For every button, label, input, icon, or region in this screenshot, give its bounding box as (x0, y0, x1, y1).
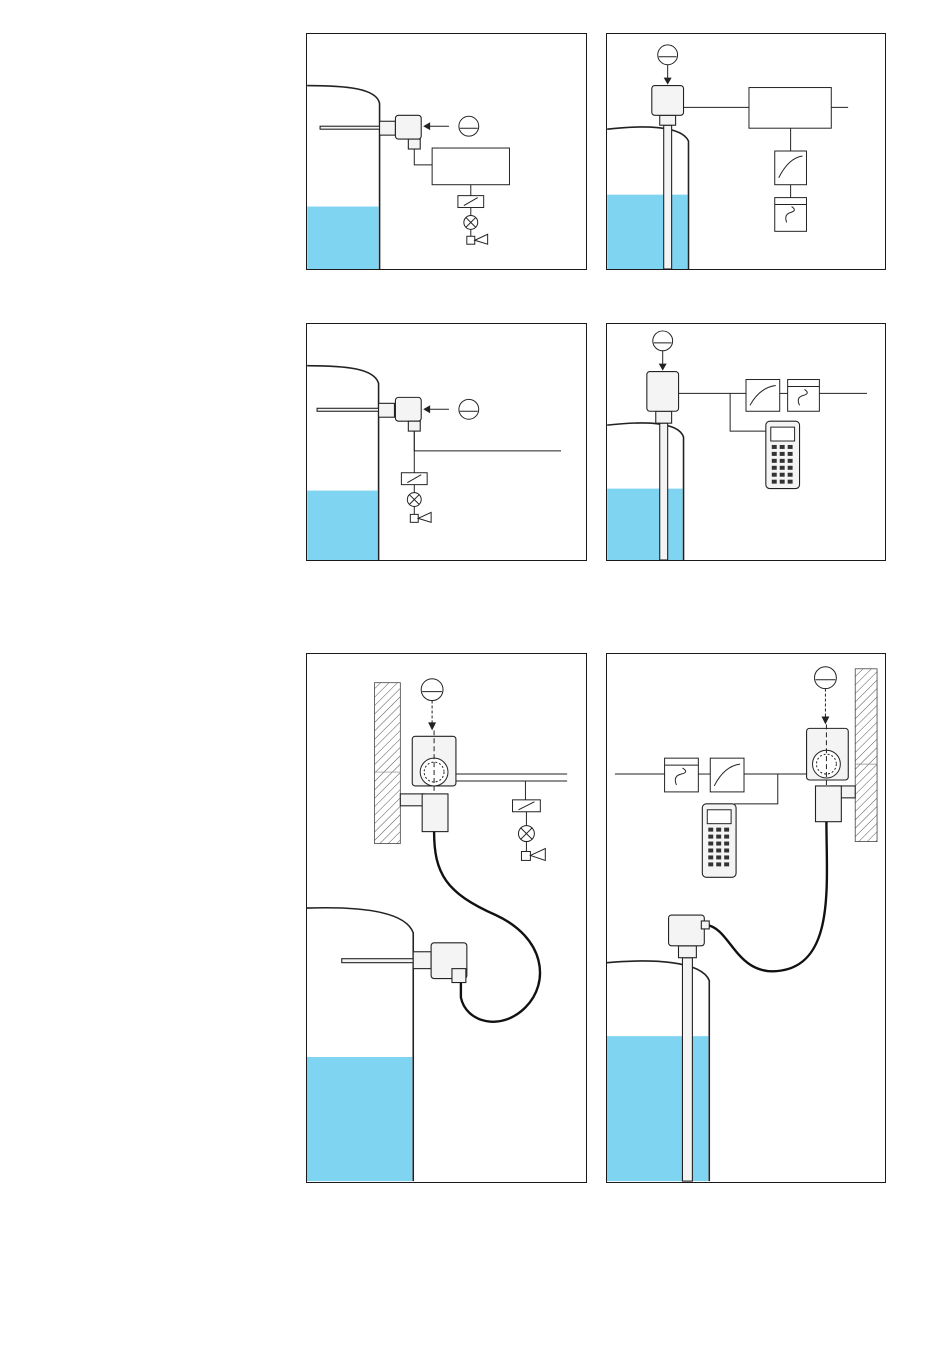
diagram-panel-middle-left (306, 323, 587, 561)
sensor-housing (669, 915, 705, 946)
cable-gland (701, 921, 709, 929)
transmitter-box (749, 88, 831, 129)
process-fitting (380, 121, 396, 135)
probe-rod (320, 126, 379, 129)
process-fitting (660, 115, 676, 125)
probe-rod (317, 408, 378, 411)
level-switch-symbol (421, 679, 443, 701)
liquid-level (307, 1057, 412, 1181)
adapter-housing (422, 794, 448, 832)
liquid-level (607, 1036, 708, 1181)
level-switch-symbol (459, 116, 479, 136)
process-fitting (656, 411, 672, 423)
sensor-housing (652, 86, 684, 116)
probe-rod (342, 959, 413, 963)
recorder-symbol (665, 758, 699, 792)
handheld-terminal (702, 804, 736, 877)
horn-symbol (467, 236, 475, 244)
mounting-wall (855, 669, 877, 842)
cable-gland (408, 139, 420, 149)
sensor-housing (395, 397, 421, 421)
probe-rod (664, 125, 672, 269)
handheld-terminal (766, 421, 800, 488)
adapter-housing (816, 786, 842, 822)
electronic-insert-box (432, 148, 509, 185)
level-switch-symbol (658, 45, 678, 65)
probe-rod (660, 423, 668, 560)
cable-gland (408, 421, 420, 431)
diagram-panel-bottom-left (306, 653, 587, 1183)
process-fitting (413, 952, 431, 969)
horn-symbol (521, 851, 530, 860)
level-switch-symbol (459, 399, 479, 419)
liquid-level (607, 489, 682, 560)
level-switch-symbol (815, 667, 837, 689)
sensor-housing (395, 115, 421, 139)
horn-symbol (410, 514, 418, 522)
recorder-symbol (775, 198, 807, 232)
diagram-panel-top-left (306, 33, 587, 270)
probe-rod (682, 958, 692, 1181)
diagram-panel-bottom-right (606, 653, 886, 1183)
indicator-symbol (710, 758, 744, 792)
diagram-panel-top-right (606, 33, 886, 270)
mounting-bracket (400, 794, 424, 806)
process-fitting (379, 403, 395, 417)
sensor-housing (647, 372, 679, 412)
level-switch-symbol (653, 331, 673, 351)
process-fitting (678, 946, 696, 958)
mounting-wall (375, 683, 401, 844)
diagram-panel-middle-right (606, 323, 886, 561)
indicator-symbol (746, 380, 780, 412)
liquid-level (607, 195, 687, 269)
liquid-level (307, 491, 377, 560)
cable-gland (452, 969, 466, 983)
liquid-level (307, 207, 378, 269)
